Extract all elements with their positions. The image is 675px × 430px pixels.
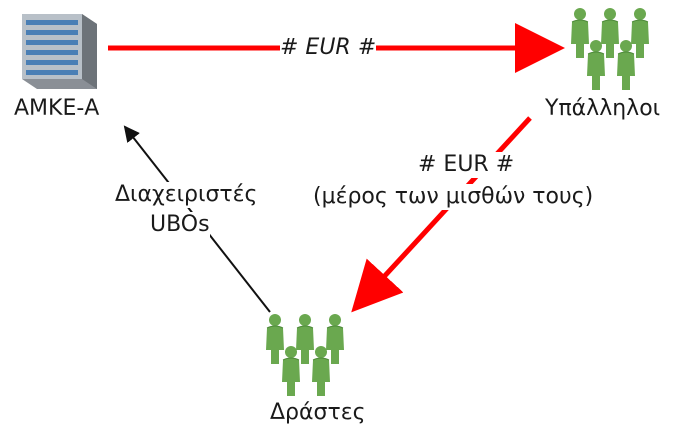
edge-label-perpetrators-to-amke-line2: UBOs <box>150 212 210 238</box>
node-label-employees: Υπάλληλοι <box>545 96 661 122</box>
node-label-perpetrators: Δράστες <box>270 400 366 426</box>
perpetrators-people-icon <box>265 313 345 397</box>
edge-label-perpetrators-to-amke-line1: Διαχειριστές <box>115 182 258 208</box>
edge-label-amke-to-employees: # EUR # <box>280 35 377 61</box>
edge-label-employees-to-perpetrators-line2: (μέρος των μισθών τους) <box>313 184 594 210</box>
edge-employees-to-perpetrators <box>351 116 532 313</box>
employees-people-icon <box>570 7 650 91</box>
node-label-amke: ΑΜΚΕ-Α <box>14 96 100 122</box>
building-icon <box>22 14 97 89</box>
edge-label-employees-to-perpetrators-line1: # EUR # <box>418 152 515 178</box>
